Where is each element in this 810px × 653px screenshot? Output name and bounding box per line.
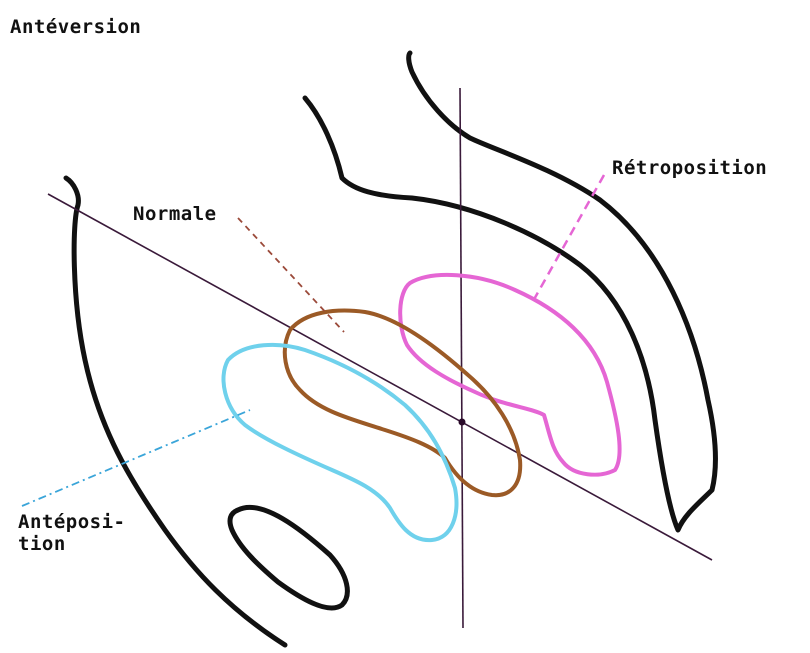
retroposition-outline	[398, 273, 622, 477]
anteposition-label: Antéposi- tion	[18, 511, 126, 555]
anterior-wall-outline	[63, 175, 288, 648]
anteposition-leader-line	[21, 409, 251, 507]
normale-leader-line	[237, 217, 345, 333]
normale-outline	[282, 308, 523, 498]
diagram-title: Antéversion	[10, 16, 142, 38]
rectum-outline	[227, 505, 350, 611]
posterior-inner-outline	[302, 50, 718, 533]
oblique-axis-line	[47, 193, 713, 561]
axis-intersection-point	[458, 418, 466, 426]
retroposition-leader-line	[530, 174, 606, 304]
vertical-axis-line	[459, 87, 464, 629]
normale-label: Normale	[133, 203, 217, 225]
retroposition-label: Rétroposition	[612, 157, 768, 179]
anteposition-outline	[221, 342, 459, 543]
